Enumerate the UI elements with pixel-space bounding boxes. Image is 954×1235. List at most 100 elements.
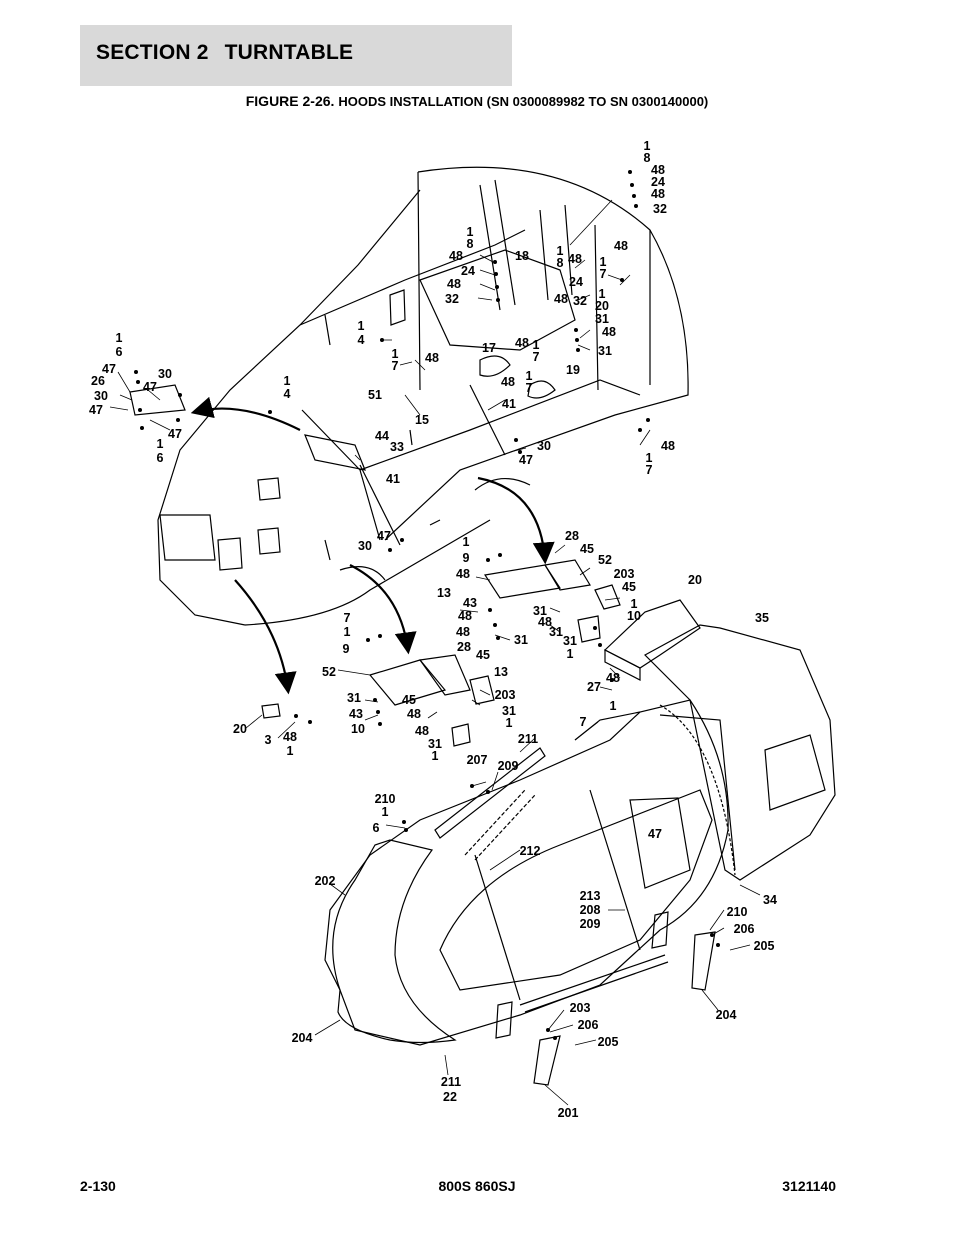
callout-label: 48: [661, 439, 675, 453]
callout-label: 32: [573, 294, 587, 308]
callout-label: 31: [549, 625, 563, 639]
leader-lines: [109, 199, 761, 1106]
callout-label: 48: [415, 724, 429, 738]
callout-label: 1: [432, 749, 439, 763]
callout-label: 17: [482, 341, 496, 355]
callout-label: 31: [514, 633, 528, 647]
callout-label: 48: [651, 187, 665, 201]
callout-label: 8: [557, 256, 564, 270]
document-number: 3121140: [782, 1178, 836, 1194]
callout-label: 31: [598, 344, 612, 358]
callout-label: 205: [754, 939, 775, 953]
callout-label: 31: [502, 704, 516, 718]
callout-label: 1: [358, 319, 365, 333]
callout-label: 47: [143, 380, 157, 394]
callout-label: 48: [456, 567, 470, 581]
callout-label: 30: [358, 539, 372, 553]
callout-label: 47: [519, 453, 533, 467]
callout-label: 7: [533, 350, 540, 364]
callout-label: 7: [344, 611, 351, 625]
callout-label: 202: [315, 874, 336, 888]
callout-label: 1: [600, 255, 607, 269]
callout-label: 6: [116, 345, 123, 359]
side-hood: [324, 699, 729, 1046]
callout-label: 32: [653, 202, 667, 216]
callout-label: 1: [284, 374, 291, 388]
callout-label: 31: [563, 634, 577, 648]
callout-label: 13: [437, 586, 451, 600]
gas-springs: [359, 384, 506, 546]
callout-label: 41: [386, 472, 400, 486]
callout-label: 1: [567, 647, 574, 661]
callout-label: 208: [580, 903, 601, 917]
callout-label: 48: [407, 707, 421, 721]
callout-label: 41: [502, 397, 516, 411]
callout-label: 45: [476, 648, 490, 662]
callout-label: 45: [622, 580, 636, 594]
callout-label: 24: [461, 264, 475, 278]
callout-label: 7: [580, 715, 587, 729]
callout-label: 1: [344, 625, 351, 639]
front-hood: [332, 839, 457, 1044]
callout-label: 9: [463, 551, 470, 565]
callout-label: 18: [515, 249, 529, 263]
figure-description: HOODS INSTALLATION (SN 0300089982 TO SN …: [338, 94, 709, 109]
motion-arrows: [190, 396, 555, 695]
callout-label: 44: [375, 429, 389, 443]
callout-label: 47: [89, 403, 103, 417]
callout-label: 24: [651, 175, 665, 189]
callout-label: 31: [347, 691, 361, 705]
callout-label: 1: [533, 338, 540, 352]
callout-label: 51: [368, 388, 382, 402]
callout-label: 212: [520, 844, 541, 858]
callout-label: 48: [456, 625, 470, 639]
callout-label: 45: [402, 693, 416, 707]
section-name: TURNTABLE: [224, 41, 354, 64]
callout-label: 1: [631, 597, 638, 611]
callout-label: 30: [94, 389, 108, 403]
callout-label: 1: [506, 716, 513, 730]
callout-label: 205: [598, 1035, 619, 1049]
callout-label: 31: [595, 312, 609, 326]
callout-label: 28: [565, 529, 579, 543]
callout-label: 52: [322, 665, 336, 679]
callout-label: 1: [644, 139, 651, 153]
callout-label: 201: [558, 1106, 579, 1120]
page-number: 2-130: [80, 1178, 116, 1194]
callout-label: 48: [614, 239, 628, 253]
callout-label: 4: [358, 333, 365, 347]
callout-label: 7: [646, 463, 653, 477]
callout-label: 35: [755, 611, 769, 625]
figure-title: FIGURE 2-26. HOODS INSTALLATION (SN 0300…: [0, 93, 954, 109]
callout-label: 1: [526, 369, 533, 383]
callout-label: 213: [580, 889, 601, 903]
callout-label: 48: [554, 292, 568, 306]
callout-label: 20: [688, 573, 702, 587]
callout-label: 210: [727, 905, 748, 919]
callout-label: 48: [651, 163, 665, 177]
callout-label: 47: [168, 427, 182, 441]
hardware-brackets: [129, 384, 716, 1086]
callout-label: 26: [91, 374, 105, 388]
callout-label: 52: [598, 553, 612, 567]
callout-label: 1: [557, 244, 564, 258]
callout-label: 9: [343, 642, 350, 656]
callout-label: 6: [373, 821, 380, 835]
callout-label: 47: [377, 529, 391, 543]
right-rear-hood: [603, 599, 836, 881]
callout-label: 30: [158, 367, 172, 381]
callout-label: 24: [569, 275, 583, 289]
callout-label: 4: [284, 387, 291, 401]
callout-label: 206: [734, 922, 755, 936]
callout-label: 43: [463, 596, 477, 610]
callout-label: 204: [716, 1008, 737, 1022]
callout-label: 48: [283, 730, 297, 744]
callout-label: 20: [595, 299, 609, 313]
callout-label: 209: [580, 917, 601, 931]
callout-label: 203: [495, 688, 516, 702]
callout-label: 1: [463, 535, 470, 549]
callout-label: 1: [610, 699, 617, 713]
callout-label: 19: [566, 363, 580, 377]
callout-label: 48: [568, 252, 582, 266]
